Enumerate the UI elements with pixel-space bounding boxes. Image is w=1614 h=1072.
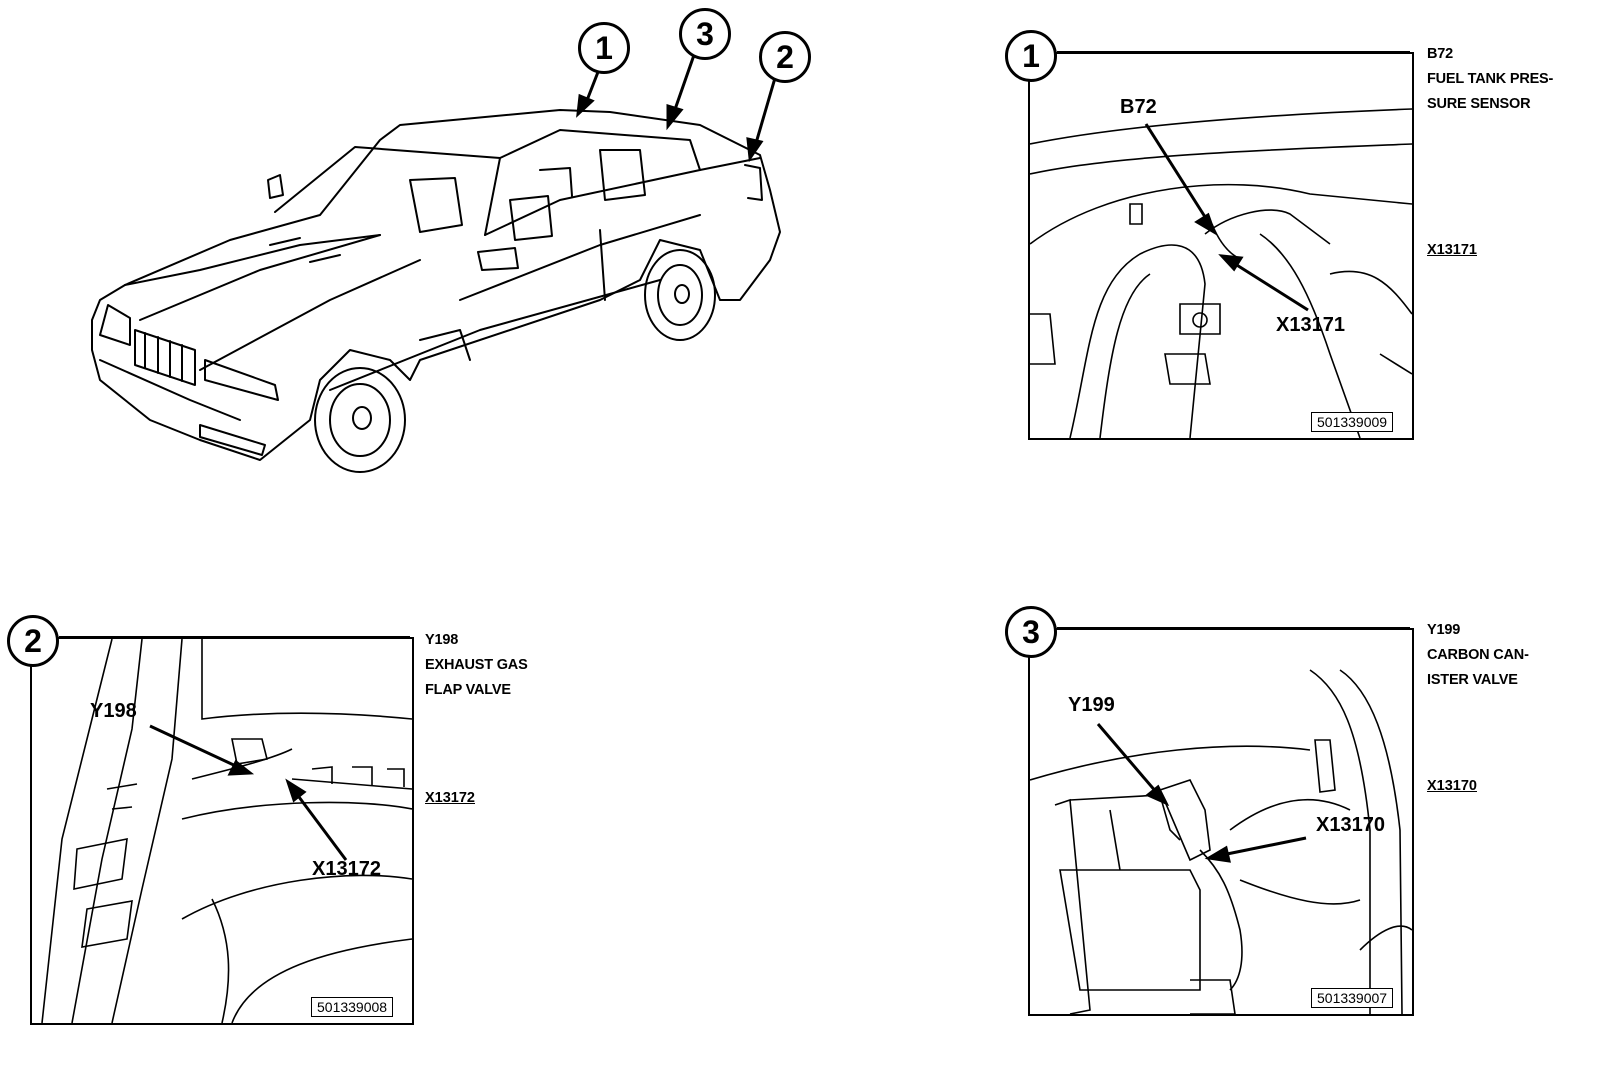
panel-1-note-line-1: B72 xyxy=(1427,46,1453,62)
panel-1-side-note: B72 FUEL TANK PRES- SURE SENSOR xyxy=(1427,42,1553,117)
panel-2-note-line-3: FLAP VALVE xyxy=(425,682,511,698)
panel-3-note-line-2: CARBON CAN- xyxy=(1427,647,1529,663)
panel-1-side-ref: X13171 xyxy=(1427,242,1477,258)
panel-3-side-note: Y199 CARBON CAN- ISTER VALVE xyxy=(1427,618,1529,693)
panel-1-drawing xyxy=(1030,108,1412,438)
panel-2-component-label: Y198 xyxy=(90,700,137,722)
callout-2: 2 xyxy=(759,31,811,83)
panel-1-component-label: B72 xyxy=(1120,96,1157,118)
panel-3-side-ref: X13170 xyxy=(1427,778,1477,794)
panel-2-note-line-2: EXHAUST GAS xyxy=(425,657,528,673)
panel-3-number: 3 xyxy=(1005,606,1057,658)
panel-3-drawing xyxy=(1030,669,1412,1014)
panel-1-number: 1 xyxy=(1005,30,1057,82)
panel-1-figure-code: 501339009 xyxy=(1311,412,1394,432)
panel-3-frame xyxy=(1028,628,1414,1016)
panel-1-note-line-2: FUEL TANK PRES- xyxy=(1427,71,1554,87)
callout-3: 3 xyxy=(679,8,731,60)
panel-2-drawing xyxy=(41,639,412,1023)
panel-3-component-label: Y199 xyxy=(1068,694,1115,716)
panel-2-number: 2 xyxy=(7,615,59,667)
panel-3-figure-code: 501339007 xyxy=(1311,988,1394,1008)
panel-2-side-ref: X13172 xyxy=(425,790,475,806)
callout-1: 1 xyxy=(578,22,630,74)
panel-2-note-line-1: Y198 xyxy=(425,632,459,648)
panel-1-connector-label: X13171 xyxy=(1276,314,1345,336)
panel-1-note-line-3: SURE SENSOR xyxy=(1427,96,1531,112)
panel-3-note-line-3: ISTER VALVE xyxy=(1427,672,1518,688)
panel-1-frame xyxy=(1028,52,1414,440)
panel-3-connector-label: X13170 xyxy=(1316,814,1385,836)
panel-2-figure-code: 501339008 xyxy=(311,997,394,1017)
panel-3-note-line-1: Y199 xyxy=(1427,622,1461,638)
panel-2-connector-label: X13172 xyxy=(312,858,381,880)
panel-2-side-note: Y198 EXHAUST GAS FLAP VALVE xyxy=(425,628,528,703)
panel-2-frame xyxy=(30,637,414,1025)
